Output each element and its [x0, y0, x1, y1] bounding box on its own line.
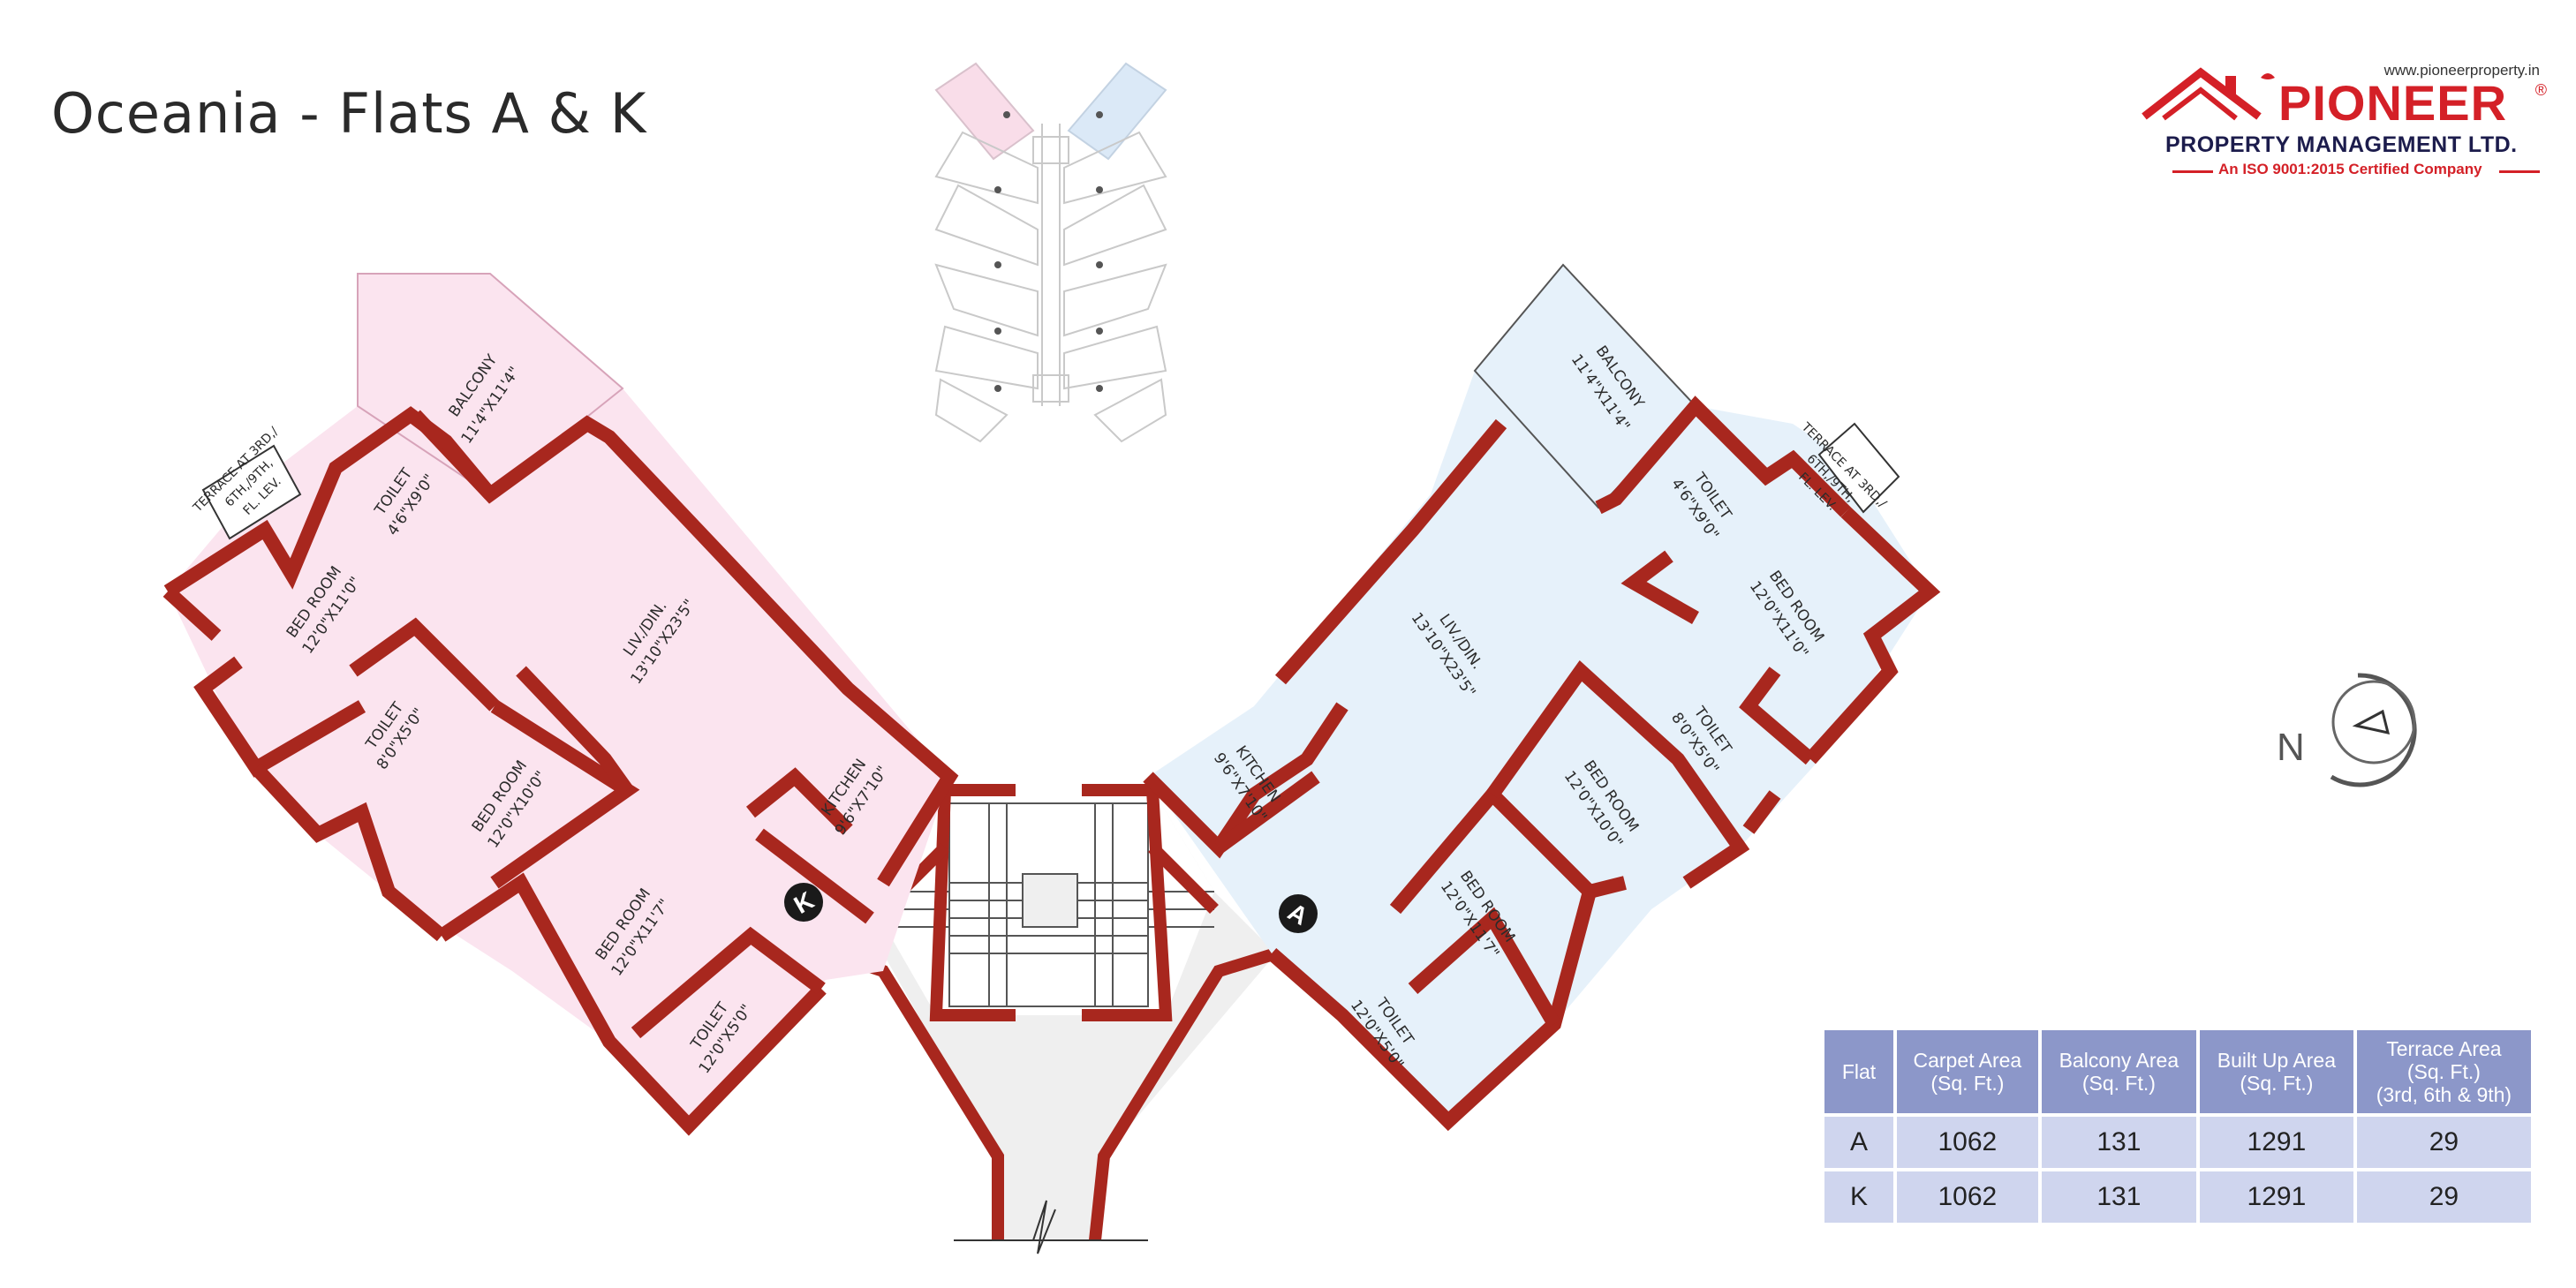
- flat-k: K BALCONY 11'4"X11'4" TERRACE AT 3RD,/ 6…: [162, 273, 959, 1136]
- cell-built: 1291: [2200, 1171, 2353, 1223]
- cell-terrace: 29: [2356, 1117, 2531, 1168]
- table-row: A 1062 131 1291 29: [1824, 1117, 2531, 1168]
- north-compass: [2330, 673, 2417, 787]
- page-title: Oceania - Flats A & K: [51, 81, 647, 146]
- north-arrow-icon: [2352, 709, 2391, 734]
- area-table: Flat Carpet Area(Sq. Ft.) Balcony Area(S…: [1821, 1027, 2534, 1226]
- col-carpet: Carpet Area(Sq. Ft.): [1897, 1030, 2038, 1113]
- registered-mark: ®: [2534, 81, 2547, 99]
- house-logo-icon: [2142, 67, 2275, 121]
- website-url: www.pioneerproperty.in: [2383, 62, 2540, 79]
- logo-rule-right: [2499, 170, 2540, 173]
- cell-built: 1291: [2200, 1117, 2353, 1168]
- col-balcony: Balcony Area(Sq. Ft.): [2041, 1030, 2197, 1113]
- cell-balcony: 131: [2041, 1171, 2197, 1223]
- flat-k-marker-circle: [784, 883, 823, 922]
- cell-carpet: 1062: [1897, 1117, 2038, 1168]
- company-logo: www.pioneerproperty.in PIONEER ® PROPERT…: [2137, 55, 2552, 187]
- flat-a: A BALCONY 11'4"X11'4" TERRACE AT 3RD,/ 6…: [1143, 263, 1941, 1132]
- table-row: K 1062 131 1291 29: [1824, 1171, 2531, 1223]
- cell-terrace: 29: [2356, 1171, 2531, 1223]
- brand-name: PIONEER: [2278, 75, 2508, 131]
- key-plan: [934, 62, 1167, 443]
- iso-certification: An ISO 9001:2015 Certified Company: [2218, 161, 2482, 177]
- col-flat: Flat: [1824, 1030, 1893, 1113]
- north-label: N: [2277, 726, 2305, 769]
- cell-balcony: 131: [2041, 1117, 2197, 1168]
- brand-subtitle: PROPERTY MANAGEMENT LTD.: [2165, 132, 2518, 157]
- logo-rule-left: [2172, 170, 2213, 173]
- cell-carpet: 1062: [1897, 1171, 2038, 1223]
- cell-flat: K: [1824, 1171, 1893, 1223]
- cell-flat: A: [1824, 1117, 1893, 1168]
- col-built: Built Up Area(Sq. Ft.): [2200, 1030, 2353, 1113]
- col-terrace: Terrace Area(Sq. Ft.)(3rd, 6th & 9th): [2356, 1030, 2531, 1113]
- common-lobby: [827, 784, 1279, 1254]
- area-table-header: Flat Carpet Area(Sq. Ft.) Balcony Area(S…: [1824, 1030, 2531, 1113]
- flat-a-marker-circle: [1279, 894, 1318, 933]
